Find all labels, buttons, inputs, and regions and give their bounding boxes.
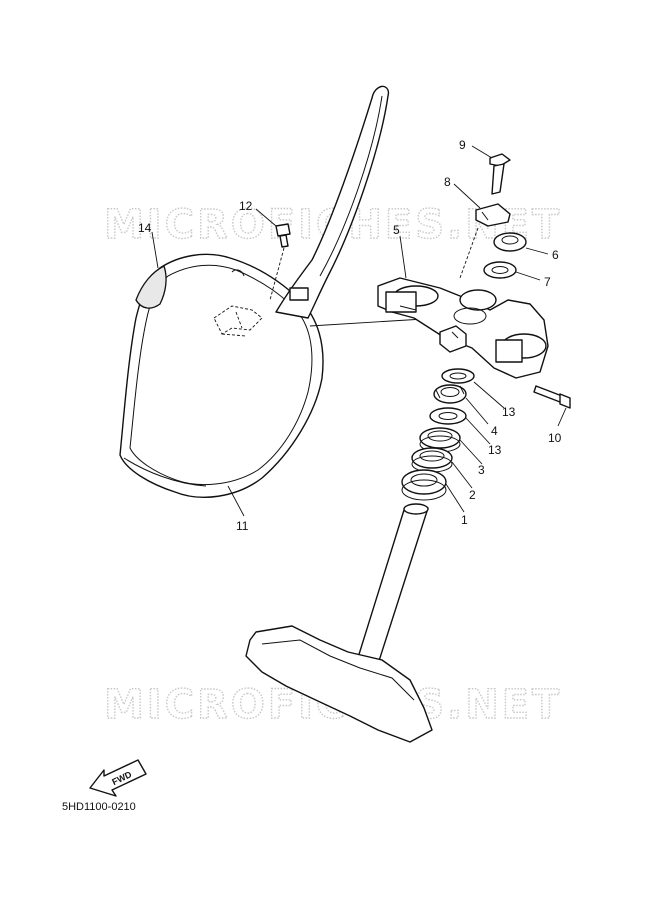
cable-guide[interactable]	[439, 325, 467, 353]
clamp-8[interactable]	[459, 203, 511, 279]
callout-4: 4	[491, 424, 498, 438]
callout-1: 1	[461, 513, 468, 527]
bearing-seal-3[interactable]	[419, 427, 461, 453]
bolt-12[interactable]	[269, 223, 291, 301]
bolt-10[interactable]	[533, 385, 571, 409]
number-plate[interactable]	[119, 253, 324, 498]
strap-buckle	[289, 287, 309, 301]
callout-7: 7	[544, 275, 551, 289]
callout-13-upper: 13	[502, 405, 516, 419]
callout-12: 12	[239, 199, 253, 213]
callout-10: 10	[548, 431, 562, 445]
callout-11: 11	[236, 519, 249, 533]
plate-tab	[135, 265, 167, 309]
steering-stem[interactable]	[245, 503, 433, 743]
nut-6[interactable]	[493, 232, 527, 252]
callout-3: 3	[478, 463, 485, 477]
washer-7[interactable]	[483, 261, 517, 279]
washer-13-lower[interactable]	[429, 407, 467, 425]
ring-nut-4[interactable]	[433, 384, 467, 404]
plate-strap	[275, 85, 390, 319]
leader-lines	[151, 145, 567, 517]
upper-triple-clamp[interactable]	[377, 277, 549, 379]
callout-9: 9	[459, 138, 466, 152]
callout-5: 5	[393, 223, 400, 237]
fwd-arrow-icon: FWD	[89, 759, 147, 797]
washer-13-upper[interactable]	[441, 368, 475, 384]
callout-8: 8	[444, 175, 451, 189]
seal-1[interactable]	[401, 469, 447, 501]
callout-14: 14	[138, 221, 152, 235]
callout-13-lower: 13	[488, 443, 502, 457]
diagram-code: 5HD1100-0210	[62, 801, 136, 813]
callout-6: 6	[552, 248, 559, 262]
bearing-2[interactable]	[411, 447, 453, 473]
bolt-9[interactable]	[489, 153, 511, 195]
callout-2: 2	[469, 488, 476, 502]
